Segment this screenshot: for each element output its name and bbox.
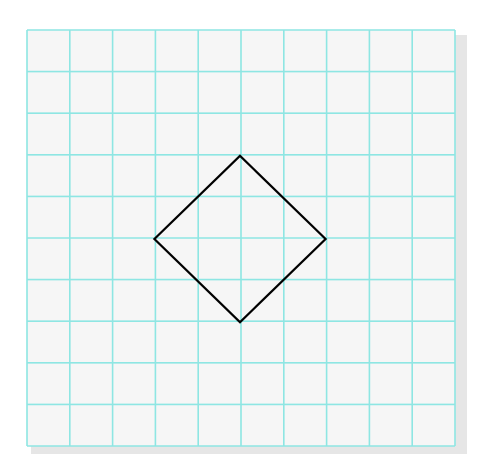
- rotated-square-shape: [152, 154, 328, 324]
